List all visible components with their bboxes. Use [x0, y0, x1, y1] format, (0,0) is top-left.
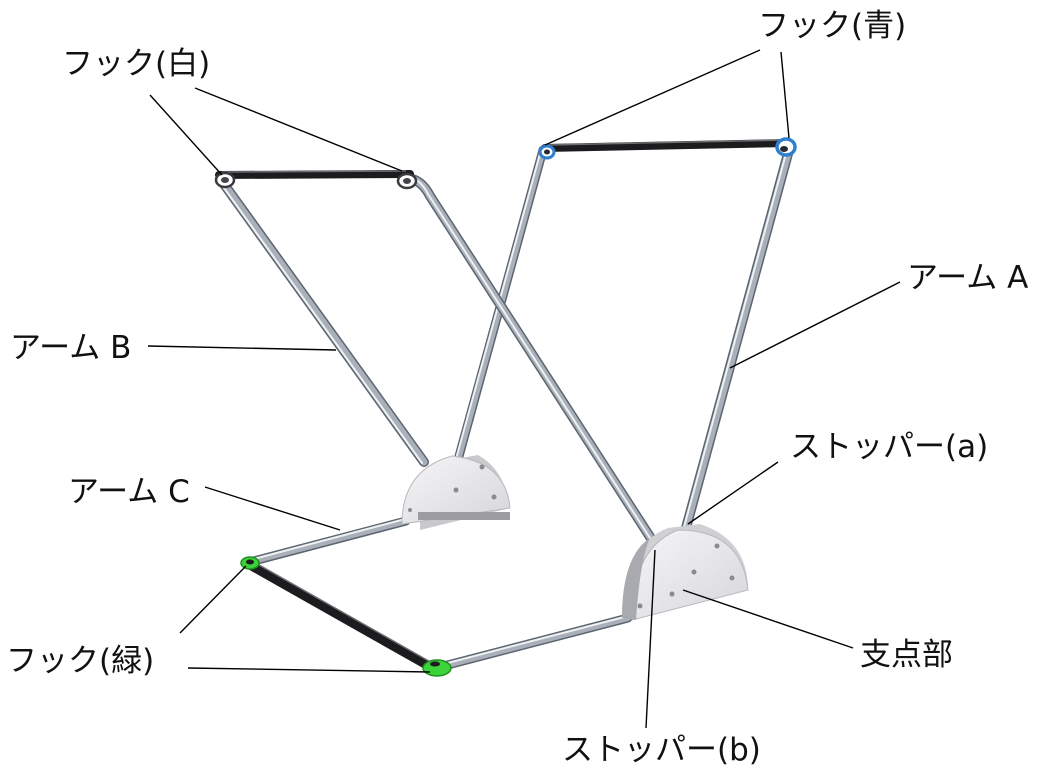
hook-white-left [214, 171, 236, 189]
leader-hook-green-lower [187, 667, 431, 673]
leader-lines [147, 49, 901, 729]
leader-hook-white-right [194, 87, 403, 172]
leader-hook-blue-right [780, 51, 790, 139]
leader-pivot [682, 589, 854, 649]
arm-a-tube [681, 145, 794, 533]
labels: フック(白) フック(青) アーム A アーム B アーム C ストッパー(a)… [6, 8, 1028, 767]
label-arm-c: アーム C [68, 474, 190, 510]
leader-hook-green-upper [179, 565, 247, 634]
frame [215, 139, 794, 673]
crossbar-white [215, 170, 414, 179]
hook-green-right [422, 659, 452, 677]
label-stopper-b: ストッパー(b) [562, 732, 761, 767]
arm-c-tube [245, 516, 411, 567]
base-tube [435, 613, 633, 672]
hook-blue-right [775, 137, 797, 157]
label-stopper-a: ストッパー(a) [790, 429, 988, 465]
crossbar-blue [541, 139, 792, 152]
label-hook-blue: フック(青) [758, 8, 906, 44]
hook-blue-left [538, 144, 556, 160]
leader-hook-blue-left [544, 49, 761, 146]
leader-arm-a [729, 281, 901, 369]
label-pivot: 支点部 [860, 637, 953, 673]
label-arm-b: アーム B [10, 330, 131, 366]
arm-b-tube [216, 175, 429, 467]
leader-stopper-a [687, 461, 779, 525]
hook-white-right [396, 172, 418, 190]
label-arm-a: アーム A [907, 260, 1028, 296]
label-hook-green: フック(緑) [6, 643, 154, 679]
crossbar-green [243, 559, 437, 673]
pivot-plate-right [622, 524, 749, 621]
leader-stopper-b [645, 549, 656, 729]
pivot-plate-left [401, 455, 511, 530]
hook-green-left [240, 556, 260, 570]
leader-arm-b [147, 345, 337, 351]
leader-arm-c [204, 486, 341, 531]
leader-hook-white-left [149, 94, 223, 176]
label-hook-white: フック(白) [62, 46, 210, 82]
